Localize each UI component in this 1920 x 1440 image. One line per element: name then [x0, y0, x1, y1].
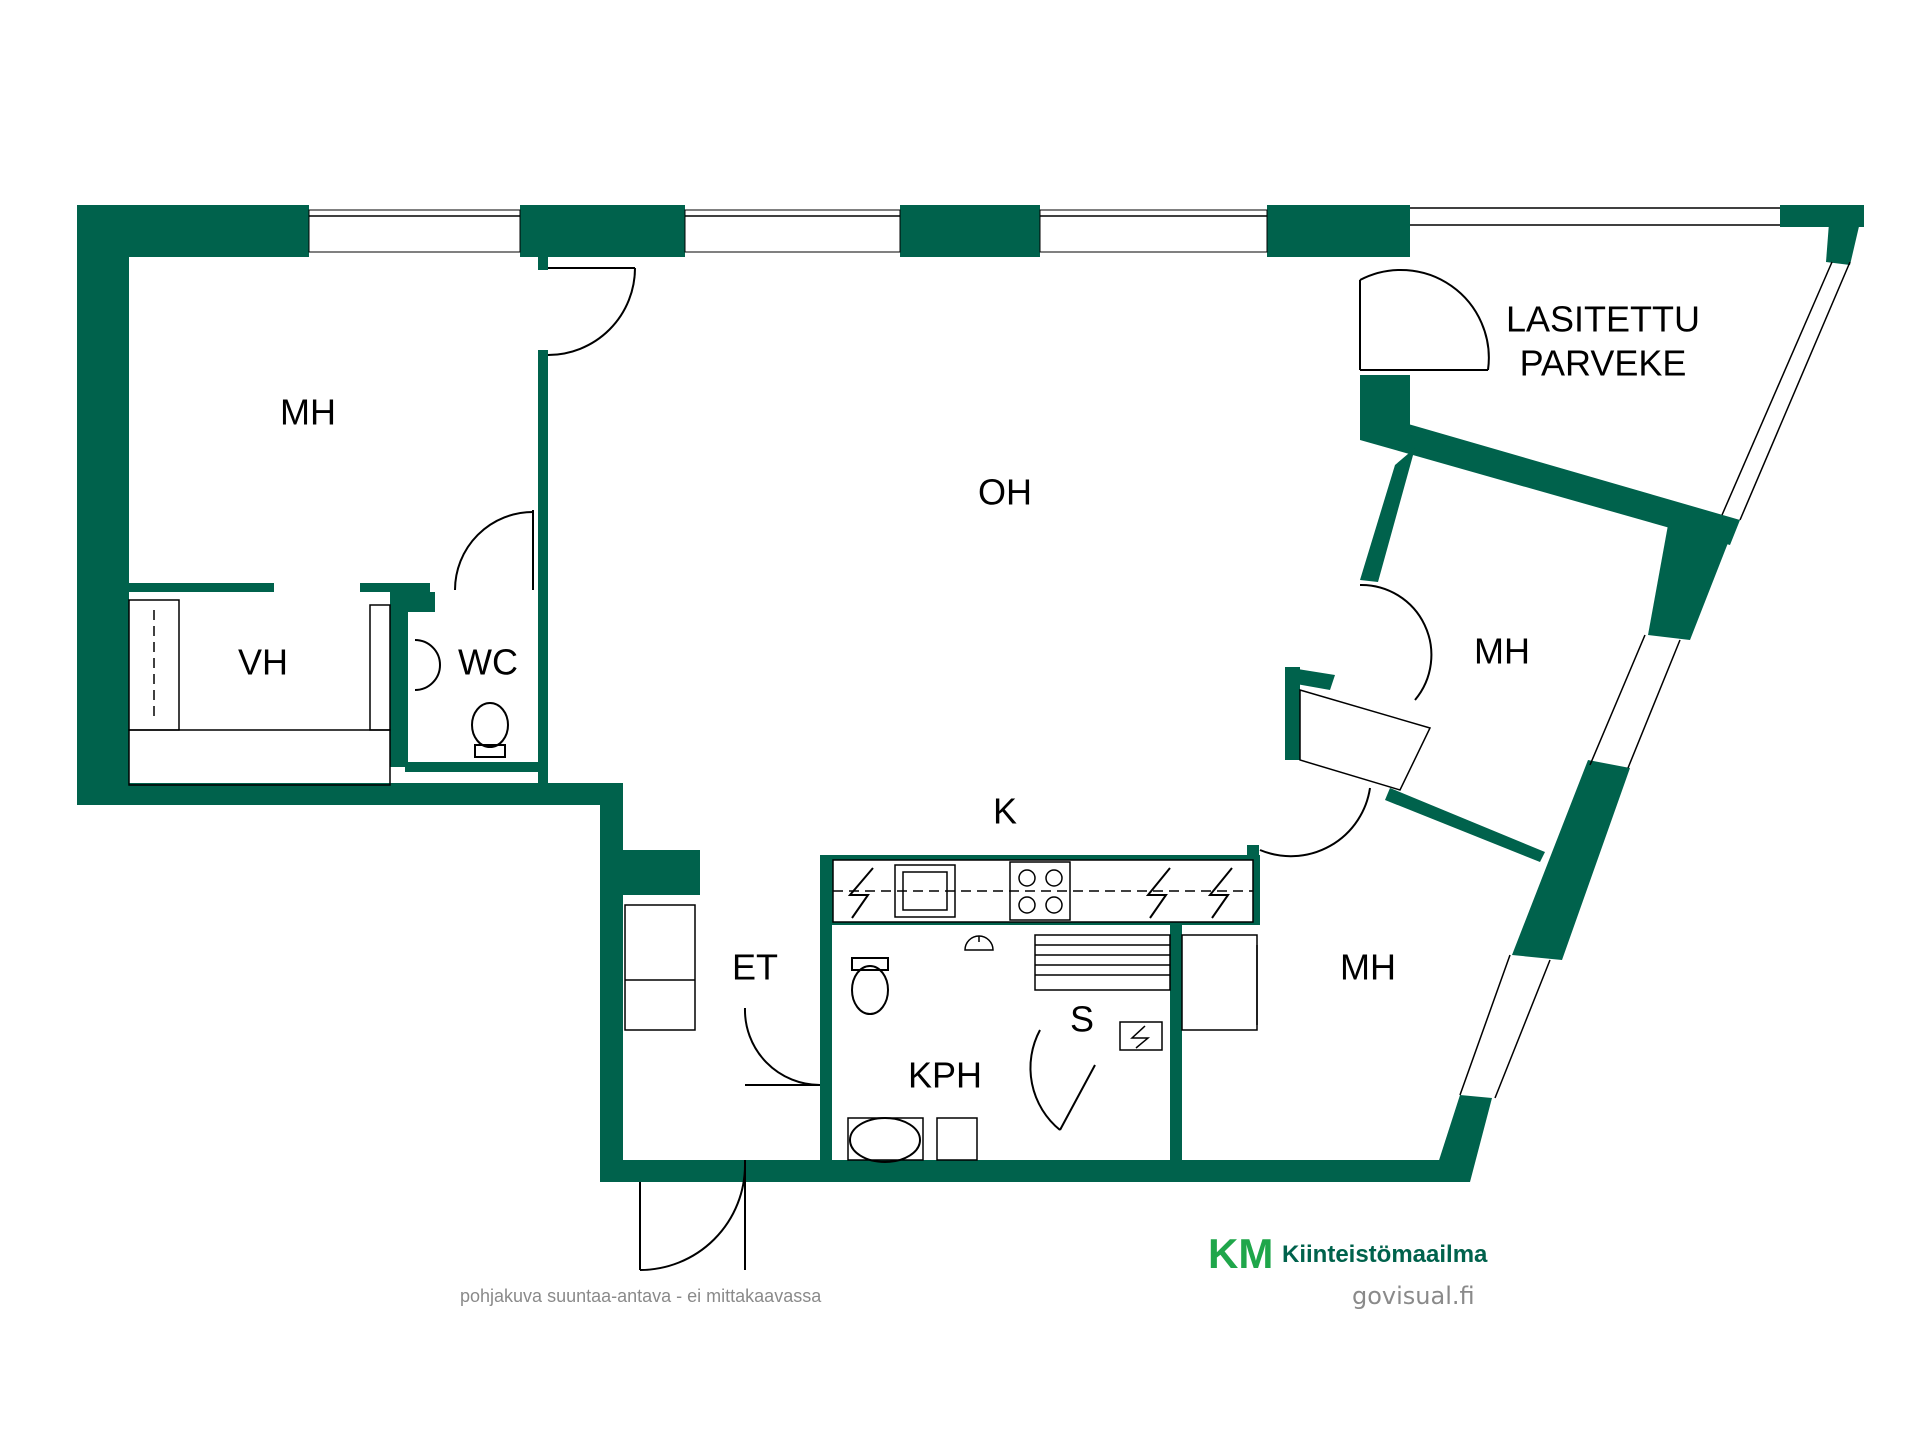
room-label-mh-left: MH [280, 392, 336, 433]
room-label-balcony-1: LASITETTU [1506, 299, 1700, 340]
room-label-vh: VH [238, 642, 288, 683]
sauna-heater-icon [1119, 1021, 1163, 1051]
appliance-bolt-icon [847, 867, 1233, 919]
room-label-balcony-2: PARVEKE [1520, 343, 1687, 384]
sink-icon [414, 639, 442, 691]
room-label-oh: OH [978, 472, 1032, 513]
brand-name: Kiinteistömaailma [1282, 1241, 1488, 1268]
room-label-wc: WC [458, 642, 518, 683]
room-label-mh-right-bottom: MH [1340, 947, 1396, 988]
room-labels: MH VH WC OH K MH MH ET KPH S LASITETTU P… [238, 299, 1700, 1096]
toilet-icon [851, 965, 889, 1015]
sauna-bench [1034, 934, 1171, 991]
shower-icon [964, 935, 994, 951]
room-label-kph: KPH [908, 1055, 982, 1096]
site-url: govisual.fi [1352, 1282, 1475, 1310]
doors [454, 267, 1490, 1271]
brand-logo: KM Kiinteistömaailma [1208, 1230, 1488, 1277]
room-label-et: ET [732, 947, 778, 988]
room-label-s: S [1070, 999, 1094, 1040]
room-label-mh-right-top: MH [1474, 631, 1530, 672]
fixtures [128, 599, 1432, 1163]
stove-icon [1009, 861, 1071, 921]
toilet-icon [471, 702, 509, 748]
sink-icon [894, 864, 956, 918]
disclaimer: pohjakuva suuntaa-antava - ei mittakaava… [460, 1286, 822, 1306]
windows [308, 207, 1851, 1099]
room-label-k: K [993, 791, 1017, 832]
brand-mark: KM [1208, 1230, 1273, 1277]
